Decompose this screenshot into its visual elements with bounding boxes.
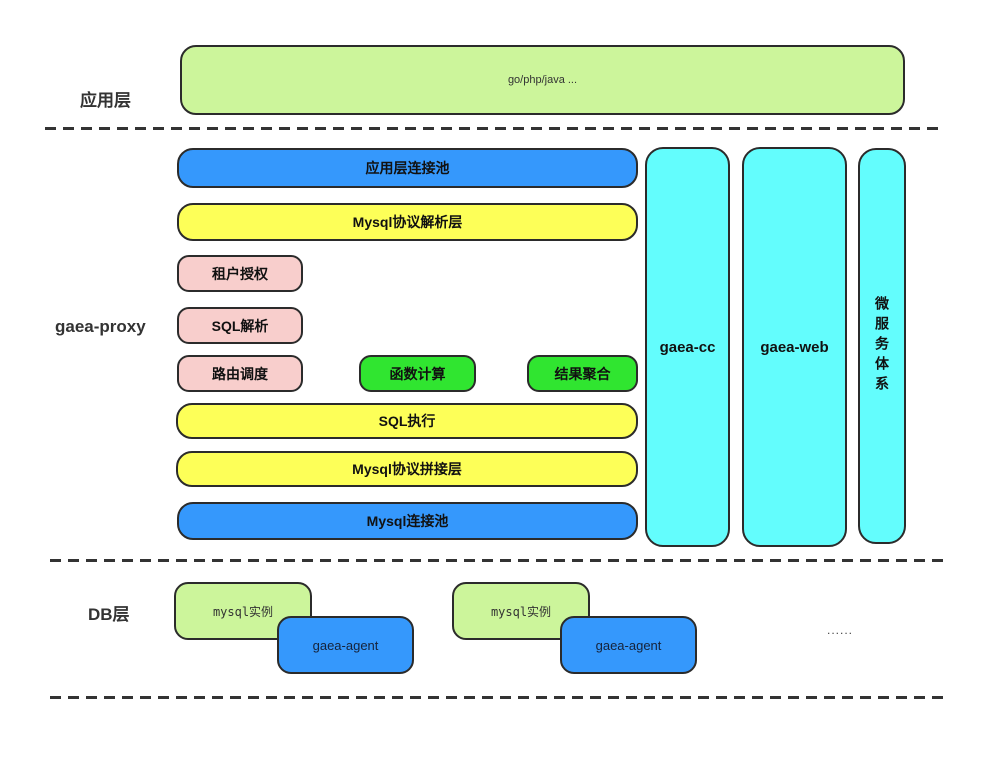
node-route-dispatch: 路由调度 <box>177 355 303 392</box>
node-mysql-connection-pool: Mysql连接池 <box>177 502 638 540</box>
db-more-ellipsis: ...... <box>827 623 854 637</box>
proxy-layer-label: gaea-proxy <box>55 317 146 336</box>
separator-app-proxy <box>45 127 938 130</box>
node-sql-execute: SQL执行 <box>176 403 638 439</box>
node-mysql-instance: mysql实例 <box>174 582 312 640</box>
node-app-connection-pool: 应用层连接池 <box>177 148 638 188</box>
node-mysql-protocol-assemble-layer: Mysql协议拼接层 <box>176 451 638 487</box>
node-mysql-protocol-parse-layer: Mysql协议解析层 <box>177 203 638 241</box>
node-sql-parse: SQL解析 <box>177 307 303 344</box>
node-gaea-agent: gaea-agent <box>277 616 414 674</box>
separator-proxy-db <box>50 559 943 562</box>
node-tenant-auth: 租户授权 <box>177 255 303 292</box>
db-layer-label: DB层 <box>88 605 130 624</box>
node-result-aggregate: 结果聚合 <box>527 355 638 392</box>
node-gaea-agent: gaea-agent <box>560 616 697 674</box>
separator-db-bottom <box>50 696 943 699</box>
node-gaea-cc: gaea-cc <box>645 147 730 547</box>
node-gaea-web: gaea-web <box>742 147 847 547</box>
node-microservice-system: 微服务体系 <box>858 148 906 544</box>
node-app-runtimes: go/php/java ... <box>180 45 905 115</box>
app-layer-label: 应用层 <box>80 91 131 110</box>
node-function-compute: 函数计算 <box>359 355 476 392</box>
